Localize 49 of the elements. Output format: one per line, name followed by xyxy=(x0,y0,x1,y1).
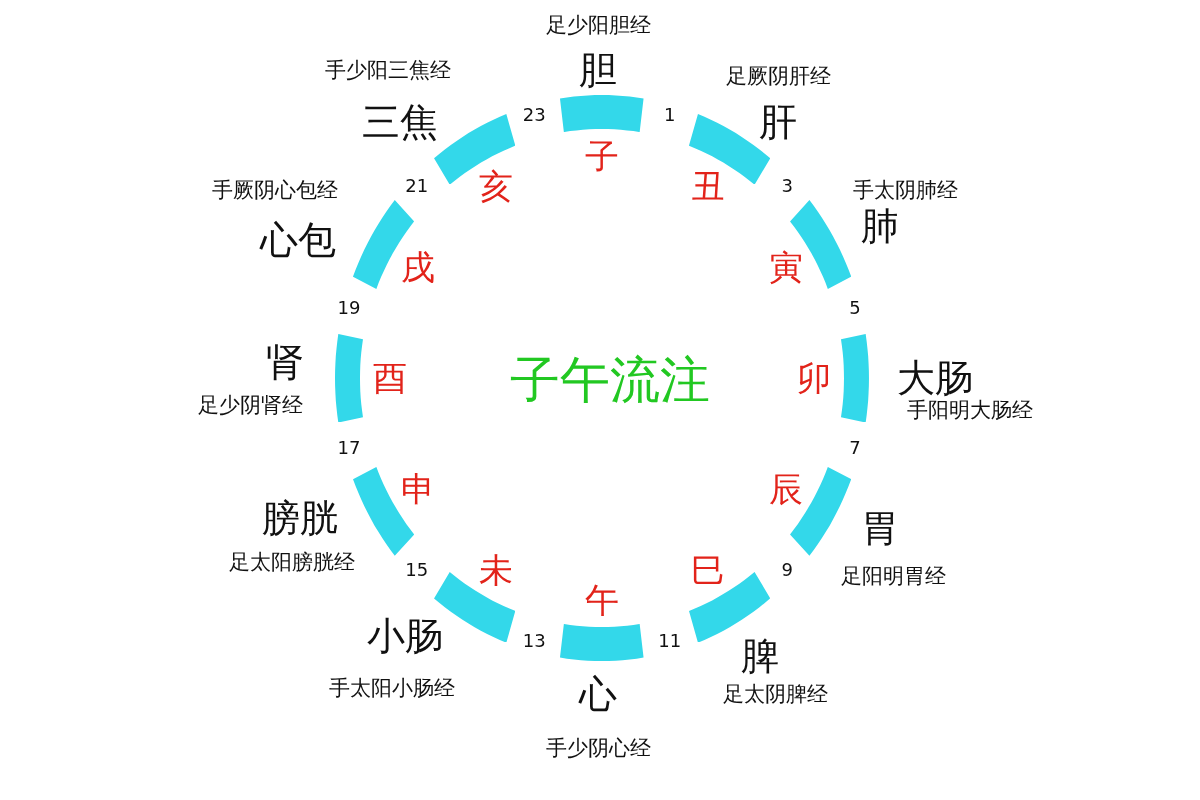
earthly-branch: 卯 xyxy=(797,361,831,395)
hour-number: 5 xyxy=(849,298,861,317)
earthly-branch: 亥 xyxy=(479,168,513,203)
organ-name: 小肠 xyxy=(367,617,443,655)
hour-number: 17 xyxy=(337,439,361,458)
meridian-name: 足太阴脾经 xyxy=(722,683,828,705)
hour-number: 21 xyxy=(405,176,429,195)
meridian-name: 手少阳三焦经 xyxy=(325,59,451,81)
meridian-name: 足太阳膀胱经 xyxy=(229,551,355,573)
hour-number: 19 xyxy=(337,298,361,317)
meridian-name: 手太阴肺经 xyxy=(852,179,958,201)
hour-number: 9 xyxy=(781,561,793,580)
earthly-branch: 丑 xyxy=(691,168,725,203)
meridian-name: 足少阴肾经 xyxy=(197,394,303,416)
hour-number: 3 xyxy=(781,176,793,195)
organ-name: 膀胱 xyxy=(262,499,338,537)
organ-name: 肺 xyxy=(861,207,899,245)
hour-number: 13 xyxy=(522,631,546,650)
earthly-branch: 寅 xyxy=(768,250,803,284)
organ-name: 胆 xyxy=(579,51,617,89)
organ-name: 心 xyxy=(579,675,617,713)
organ-name: 心包 xyxy=(260,221,336,259)
organ-name: 脾 xyxy=(741,637,779,675)
earthly-branch: 子 xyxy=(585,139,619,173)
earthly-branch: 申 xyxy=(401,472,436,506)
earthly-branch: 酉 xyxy=(373,361,407,395)
organ-name: 肾 xyxy=(266,343,304,381)
meridian-name: 足厥阴肝经 xyxy=(725,65,831,87)
earthly-branch: 巳 xyxy=(691,553,725,588)
meridian-name: 手少阴心经 xyxy=(545,737,651,759)
organ-name: 胃 xyxy=(861,509,899,547)
meridian-name: 手厥阴心包经 xyxy=(212,179,338,201)
meridian-name: 足阳明胃经 xyxy=(840,565,946,587)
meridian-name: 手太阳小肠经 xyxy=(329,677,455,699)
earthly-branch: 午 xyxy=(585,583,619,617)
hour-number: 7 xyxy=(849,439,861,458)
meridian-name: 足少阳胆经 xyxy=(545,14,651,36)
organ-name: 肝 xyxy=(759,103,797,141)
organ-name: 大肠 xyxy=(897,359,973,397)
earthly-branch: 辰 xyxy=(768,472,803,506)
hour-number: 11 xyxy=(658,631,682,650)
organ-name: 三焦 xyxy=(362,103,438,141)
earthly-branch: 戌 xyxy=(401,250,436,284)
center-title: 子午流注 xyxy=(510,355,710,405)
earthly-branch: 未 xyxy=(479,553,513,588)
hour-number: 1 xyxy=(664,106,676,125)
hour-number: 23 xyxy=(522,106,546,125)
hour-number: 15 xyxy=(405,561,429,580)
meridian-name: 手阳明大肠经 xyxy=(907,399,1033,421)
